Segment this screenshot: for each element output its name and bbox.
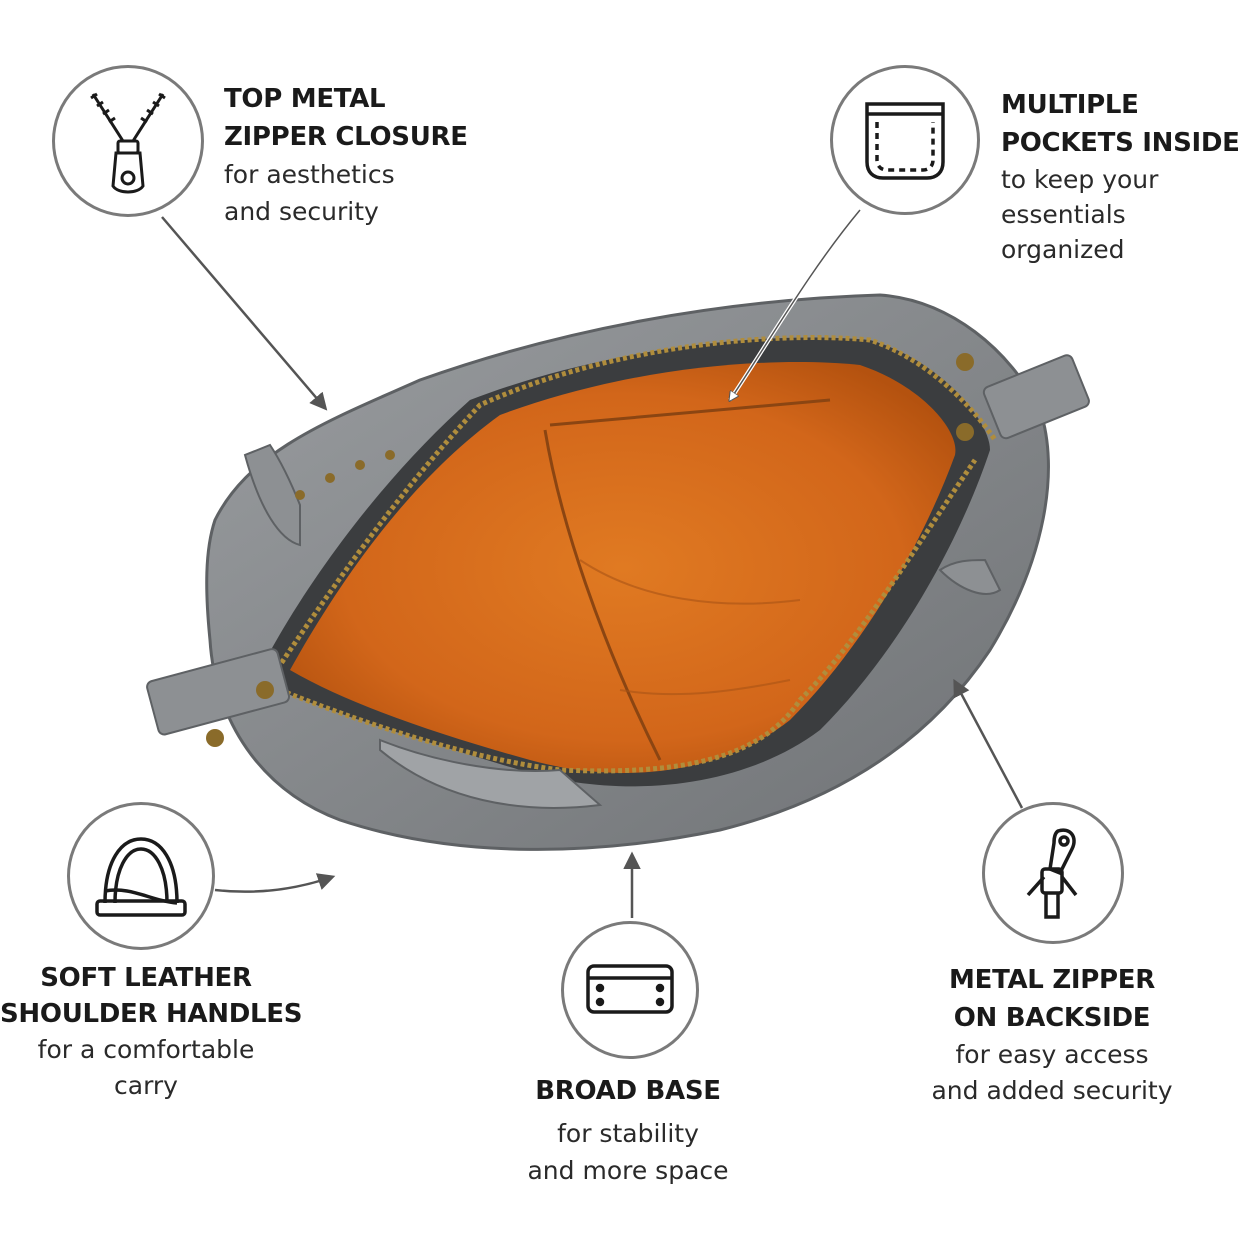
feature-subtitle: for a comfortable [37,1035,255,1064]
feature-subtitle: for easy access [955,1040,1149,1069]
arrow-pockets [728,208,862,402]
top-zipper [267,335,998,682]
arrow-handles [214,873,336,893]
feature-title: MULTIPLE [1001,90,1139,120]
feature-base: BROAD BASE for stability and more space [478,1072,778,1189]
feature-subtitle: carry [114,1071,178,1100]
bag-handle [243,443,301,547]
arrow-back-zipper [953,678,1024,809]
feature-handles: SOFT LEATHER SHOULDER HANDLES for a comf… [0,960,303,1104]
feature-title: SHOULDER HANDLES [0,999,303,1029]
handle-icon [67,802,215,950]
feature-title: ZIPPER CLOSURE [224,122,468,152]
feature-subtitle: and security [224,197,379,226]
pocket-icon [830,65,980,215]
feature-subtitle: essentials [1001,200,1126,229]
feature-subtitle: for aesthetics [224,160,395,189]
feature-title: BROAD BASE [535,1076,721,1106]
feature-back-zipper: METAL ZIPPER ON BACKSIDE for easy access… [902,961,1202,1109]
zipper-pull-icon [982,802,1124,944]
base-icon [561,921,699,1059]
bag-lining [290,362,956,773]
feature-subtitle: organized [1001,235,1125,264]
feature-title: POCKETS INSIDE [1001,128,1240,158]
feature-subtitle: to keep your [1001,165,1159,194]
feature-pockets: MULTIPLE POCKETS INSIDE to keep your ess… [1001,86,1240,267]
zipper-icon [52,65,204,217]
feature-top-zipper: TOP METAL ZIPPER CLOSURE for aesthetics … [224,80,468,230]
feature-subtitle: and added security [931,1076,1173,1105]
feature-subtitle: for stability [557,1119,699,1148]
feature-title: ON BACKSIDE [953,1003,1151,1033]
feature-subtitle: and more space [527,1156,729,1185]
feature-title: SOFT LEATHER [40,963,252,993]
feature-title: TOP METAL [224,84,386,114]
arrow-top-zipper [161,216,328,411]
feature-title: METAL ZIPPER [949,965,1155,995]
